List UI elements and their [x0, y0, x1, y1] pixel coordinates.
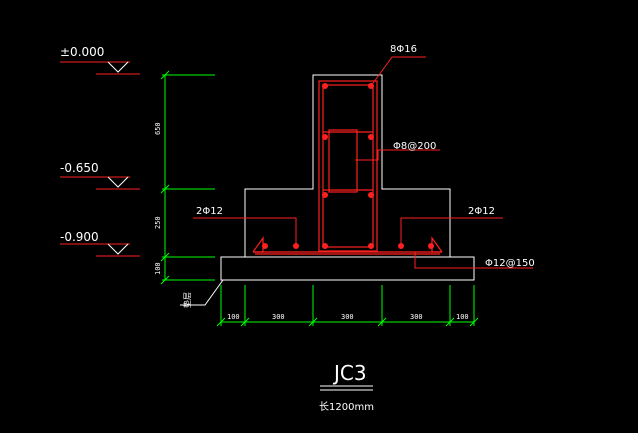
label-base-right: 2Φ12	[468, 206, 495, 217]
leader-column-main	[370, 56, 426, 87]
foundation-outline	[220, 74, 475, 281]
rebar-dots	[262, 83, 434, 249]
leader-stirrup	[355, 149, 440, 161]
elevation-label: -0.650	[60, 161, 99, 175]
label-bedding: 垫层	[182, 292, 192, 308]
elevation-marker-1: -0.650	[60, 161, 140, 190]
elevation-label: ±0.000	[60, 45, 104, 59]
rebar-leaders	[193, 56, 533, 269]
horizontal-dimension-chain	[216, 285, 479, 327]
horizontal-dim-label: 100	[227, 313, 240, 321]
leader-base-right	[400, 217, 503, 246]
column-stirrup-inner	[322, 84, 374, 248]
leader-bedding	[180, 279, 224, 306]
column-tie	[328, 129, 358, 193]
label-bottom: Φ12@150	[485, 258, 535, 269]
vertical-dim-label: 650	[154, 122, 162, 135]
elevation-marker-0: ±0.000	[60, 45, 140, 75]
label-base-left: 2Φ12	[196, 206, 223, 217]
elevation-marker-2: -0.900	[60, 230, 140, 257]
vertical-dimension-chain	[160, 70, 215, 285]
horizontal-dim-label: 300	[410, 313, 423, 321]
base-rebar	[252, 236, 443, 255]
column-stirrup-outer	[318, 80, 378, 252]
elevation-triangle-icon	[107, 61, 129, 73]
drawing-title: JC3	[332, 361, 367, 385]
drawing-subtitle: 长1200mm	[319, 401, 374, 413]
column-rebar	[318, 80, 378, 252]
leader-bottom	[414, 252, 533, 269]
elevation-triangle-icon	[107, 176, 129, 188]
label-column-main: 8Φ16	[390, 44, 417, 55]
vertical-dim-label: 250	[154, 216, 162, 229]
elevation-label: -0.900	[60, 230, 99, 244]
label-stirrup: Φ8@200	[393, 141, 436, 152]
horizontal-dim-label: 100	[456, 313, 469, 321]
horizontal-dim-label: 300	[272, 313, 285, 321]
left-hook	[252, 236, 264, 253]
elevation-triangle-icon	[107, 243, 129, 255]
horizontal-dim-label: 300	[341, 313, 354, 321]
vertical-dim-label: 100	[154, 262, 162, 275]
leader-base-left	[193, 217, 297, 246]
